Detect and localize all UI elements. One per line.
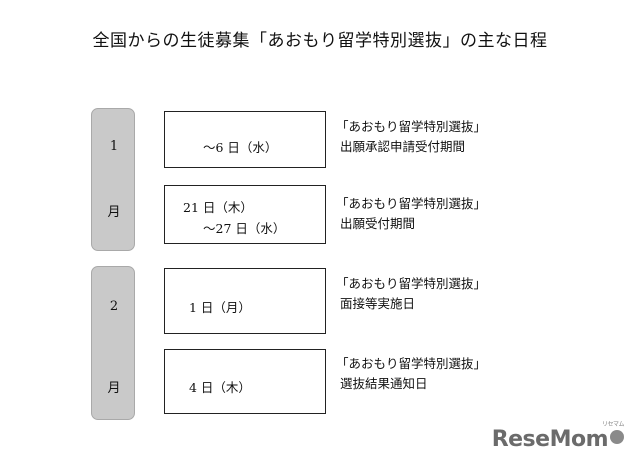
month-digit: 1 — [109, 139, 119, 154]
event-date: ～6 日（水） — [203, 140, 278, 155]
page-title: 全国からの生徒募集「あおもり留学特別選抜」の主な日程 — [92, 31, 548, 51]
logo-text: ReseMom — [491, 427, 609, 452]
event-name: 「あおもり留学特別選抜」 — [336, 196, 487, 211]
event-detail: 出願受付期間 — [340, 216, 416, 231]
event-name: 「あおもり留学特別選抜」 — [336, 356, 487, 371]
event-description: 「あおもり留学特別選抜」 出願受付期間 — [336, 194, 486, 234]
event-date: 4 日（木） — [189, 380, 251, 395]
event-description: 「あおもり留学特別選抜」 面接等実施日 — [336, 274, 486, 314]
event-detail: 選抜結果通知日 — [340, 376, 428, 391]
event-date-box: 4 日（木） — [164, 349, 326, 414]
event-date: 1 日（月） — [189, 300, 251, 315]
event-name: 「あおもり留学特別選抜」 — [336, 276, 487, 291]
event-date-box: 1 日（月） — [164, 268, 326, 334]
month-label-january: 1 月 — [91, 108, 135, 251]
month-unit: 月 — [107, 381, 121, 396]
event-description: 「あおもり留学特別選抜」 選抜結果通知日 — [336, 354, 486, 394]
event-detail: 出願承認申請受付期間 — [340, 139, 466, 154]
event-date-end: ～27 日（水） — [203, 221, 286, 236]
month-unit: 月 — [107, 205, 121, 220]
event-date-start: 21 日（木） — [183, 200, 253, 215]
event-date-box: 21 日（木） ～27 日（水） — [164, 185, 326, 244]
month-digit: 2 — [109, 299, 119, 314]
event-name: 「あおもり留学特別選抜」 — [336, 119, 487, 134]
event-date-box: ～6 日（水） — [164, 111, 326, 168]
event-description: 「あおもり留学特別選抜」 出願承認申請受付期間 — [336, 117, 486, 157]
event-detail: 面接等実施日 — [340, 296, 416, 311]
resemom-logo: ReseMom リセマム — [491, 421, 625, 457]
logo-dot-icon — [610, 430, 624, 444]
logo-kana: リセマム — [601, 421, 625, 428]
month-label-february: 2 月 — [91, 266, 135, 420]
